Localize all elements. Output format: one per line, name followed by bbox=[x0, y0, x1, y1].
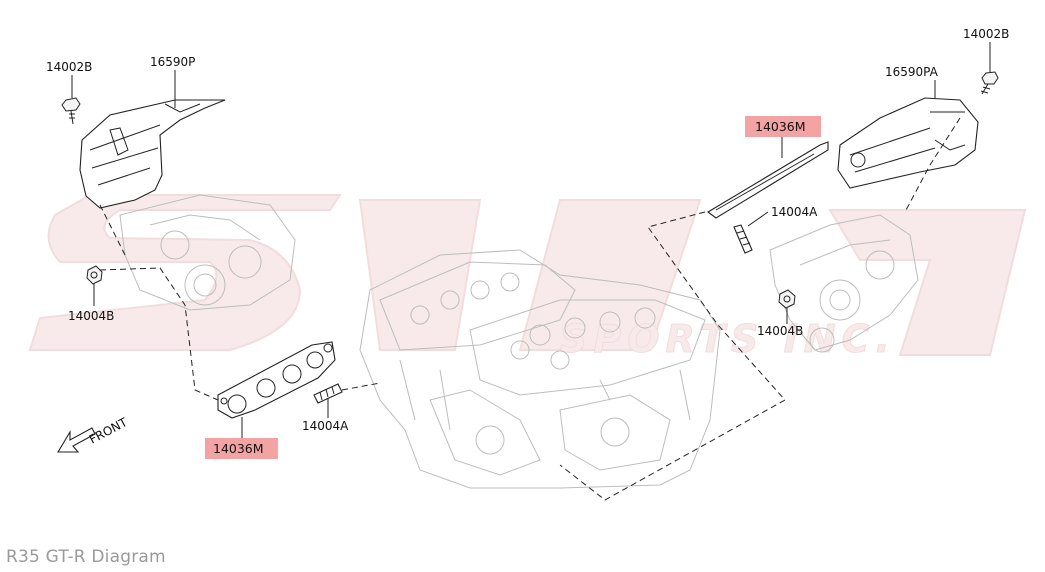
bolt-right bbox=[980, 71, 999, 95]
gasket-right bbox=[707, 141, 829, 219]
highlight-gasket-left bbox=[205, 438, 278, 459]
engine-block bbox=[359, 249, 721, 489]
diagram-caption: R35 GT-R Diagram bbox=[6, 547, 166, 567]
part-label-stud-right: 14004A bbox=[771, 205, 818, 219]
arrow-left-down-icon bbox=[57, 427, 96, 453]
gasket-left bbox=[217, 341, 336, 419]
bolt-left bbox=[61, 97, 81, 125]
turbocharger-right bbox=[769, 214, 919, 353]
front-label: FRONT bbox=[87, 415, 130, 447]
heat-shield-left bbox=[79, 99, 226, 209]
stud-right bbox=[733, 224, 753, 254]
leader-lines bbox=[71, 42, 991, 440]
assembly-dashed-lines bbox=[99, 117, 961, 501]
highlight-gasket-right bbox=[745, 116, 821, 137]
part-label-gasket-right: 14036M bbox=[755, 119, 806, 134]
stud-left bbox=[313, 383, 343, 404]
heat-shield-right bbox=[837, 97, 979, 189]
part-label-shield-right: 16590PA bbox=[885, 65, 939, 79]
nut-right bbox=[778, 289, 796, 309]
part-label-shield-left: 16590P bbox=[150, 55, 195, 69]
svg-text:SPORTS INC.: SPORTS INC. bbox=[560, 317, 896, 361]
part-label-gasket-left: 14036M bbox=[213, 441, 264, 456]
part-label-nut-right: 14004B bbox=[757, 324, 803, 338]
part-label-bolt-right: 14002B bbox=[963, 27, 1009, 41]
part-label-stud-left: 14004A bbox=[302, 419, 349, 433]
turbocharger-left bbox=[119, 194, 296, 311]
part-label-nut-left: 14004B bbox=[68, 309, 114, 323]
nut-left bbox=[86, 265, 103, 285]
part-label-bolt-left: 14002B bbox=[46, 60, 92, 74]
